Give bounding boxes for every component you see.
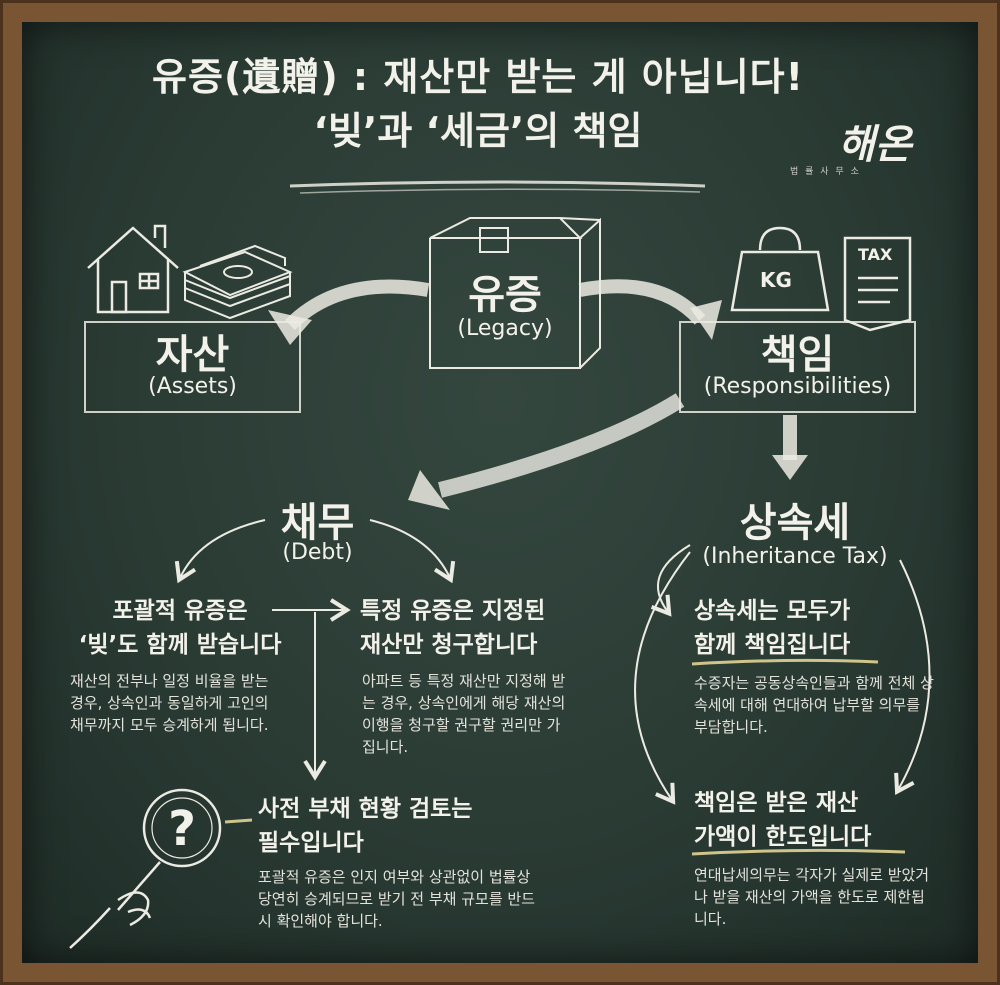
specific-heading-2: 재산만 청구합니다 [360, 632, 538, 658]
comprehensive-heading-2: ‘빚’도 함께 받습니다 [78, 632, 282, 658]
comprehensive-heading-1: 포괄적 유증은 [112, 598, 248, 624]
comprehensive-body: 재산의 전부나 일정 비율을 받는 경우, 상속인과 동일하게 고인의 채무까지… [70, 672, 269, 734]
review-body: 포괄적 유증은 인지 여부와 상관없이 법률상 당연히 승계되므로 받기 전 부… [258, 868, 536, 930]
limit-heading-2: 가액이 한도입니다 [694, 824, 872, 850]
specific-body: 아파트 등 특정 재산만 지정해 받는 경우, 상속인에게 해당 재산의 이행을… [362, 672, 566, 756]
joint-heading-2: 함께 책임집니다 [694, 632, 851, 658]
responsibilities-title: 책임 [760, 332, 835, 378]
review-heading-1: 사전 부채 현황 검토는 [258, 796, 473, 822]
weight-label: KG [760, 268, 792, 292]
arrow-to-assets [285, 279, 430, 331]
joint-body: 수증자는 공동상속인들과 함께 전체 상속세에 대해 연대하여 납부할 의무를 … [694, 674, 934, 736]
logo: 해온 [838, 121, 912, 168]
title-underline [289, 180, 706, 188]
underline-limit [691, 848, 906, 856]
limit-body: 연대납세의무는 각자가 실제로 받았거나 받을 재산의 가액을 한도로 제한됩니… [694, 866, 930, 928]
inheritance-tax-subtitle: (Inheritance Tax) [702, 544, 888, 569]
arrow-tax-left [650, 544, 691, 617]
joint-heading-1: 상속세는 모두가 [694, 598, 851, 624]
legacy-subtitle: (Legacy) [457, 316, 553, 341]
question-mark: ? [168, 801, 196, 857]
assets-title: 자산 [155, 332, 230, 378]
assets-subtitle: (Assets) [148, 374, 237, 399]
title-line1: 유증(遺贈) : 재산만 받는 게 아닙니다! [152, 55, 804, 99]
arrow-tax-down-left [634, 551, 691, 805]
debt-subtitle: (Debt) [282, 540, 353, 565]
money-stack-icon [182, 244, 293, 320]
magnifier-icon [69, 788, 222, 949]
underline-joint [691, 658, 879, 666]
specific-heading-1: 특정 유증은 지정된 [360, 598, 546, 624]
inheritance-tax-title: 상속세 [739, 500, 851, 546]
assets-box [84, 321, 301, 413]
responsibilities-box [679, 321, 916, 413]
house-icon [87, 224, 179, 314]
arrow-tax-down-right [894, 559, 931, 796]
logo-subtitle: 법 률 사 무 소 [790, 167, 861, 177]
legacy-title: 유증 [468, 272, 542, 318]
review-heading-2: 필수입니다 [258, 830, 364, 856]
responsibilities-subtitle: (Responsibilities) [703, 374, 892, 399]
arrow-to-responsibilities [578, 279, 706, 325]
tax-document-icon [843, 236, 912, 332]
weight-icon [730, 226, 830, 312]
tax-label: TAX [858, 245, 893, 264]
limit-heading-1: 책임은 받은 재산 [694, 790, 859, 816]
underline-review [224, 818, 253, 824]
debt-title: 채무 [280, 500, 355, 546]
arrow-debt-right [369, 519, 456, 584]
arrow-debt-left [174, 519, 266, 584]
arrow-to-debt [438, 393, 685, 498]
title-line2: ‘빚’과 ‘세금’의 책임 [313, 109, 643, 153]
